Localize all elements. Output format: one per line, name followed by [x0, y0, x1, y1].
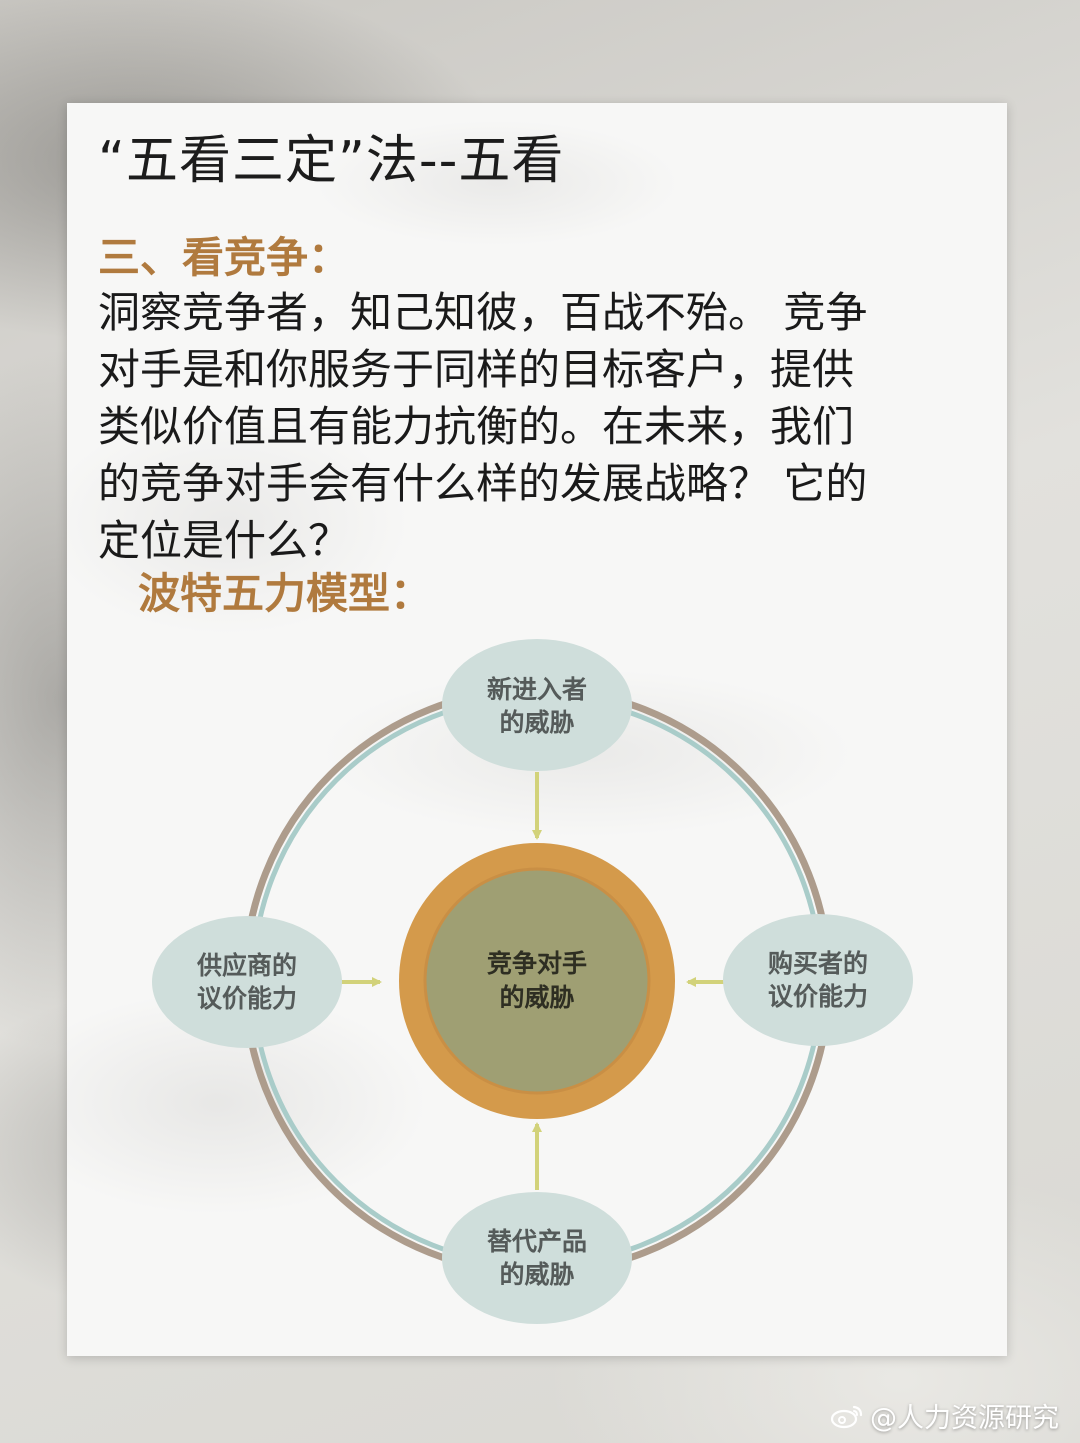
node-substitutes-line2: 的威胁 — [499, 1260, 574, 1289]
porter-model-heading: 波特五力模型： — [138, 569, 433, 618]
node-buyers-line1: 购买者的 — [768, 949, 868, 978]
watermark: @人力资源研究 — [830, 1396, 1059, 1435]
node-substitutes — [442, 1192, 632, 1324]
weibo-icon — [830, 1405, 863, 1428]
body-line: 定位是什么？ — [98, 516, 351, 565]
node-buyers-line2: 议价能力 — [768, 982, 868, 1011]
section-heading: 三、看竞争： — [98, 233, 351, 282]
body-line: 的竞争对手会有什么样的发展战略？ 它的 — [98, 459, 868, 508]
watermark-text: @人力资源研究 — [870, 1403, 1059, 1434]
node-suppliers-line2: 议价能力 — [197, 984, 297, 1013]
body-line: 对手是和你服务于同样的目标客户，提供 — [98, 345, 855, 394]
body-line: 洞察竞争者，知己知彼，百战不殆。 竞争 — [98, 288, 868, 337]
node-new-entrants-line1: 新进入者 — [487, 675, 587, 704]
node-suppliers — [152, 916, 342, 1048]
node-new-entrants — [442, 639, 632, 771]
node-suppliers-line1: 供应商的 — [196, 951, 297, 980]
node-substitutes-line1: 替代产品 — [487, 1227, 587, 1256]
center-label-line2: 的威胁 — [499, 983, 574, 1012]
center-label-line1: 竞争对手 — [487, 949, 587, 978]
body-line: 类似价值且有能力抗衡的。在未来，我们 — [98, 402, 855, 451]
node-new-entrants-line2: 的威胁 — [499, 708, 574, 737]
page-title: “五看三定”法--五看 — [98, 131, 565, 191]
body-paragraph: 洞察竞争者，知己知彼，百战不殆。 竞争 对手是和你服务于同样的目标客户，提供 类… — [98, 284, 948, 569]
node-buyers — [723, 914, 913, 1046]
center-inner-circle — [423, 867, 651, 1095]
